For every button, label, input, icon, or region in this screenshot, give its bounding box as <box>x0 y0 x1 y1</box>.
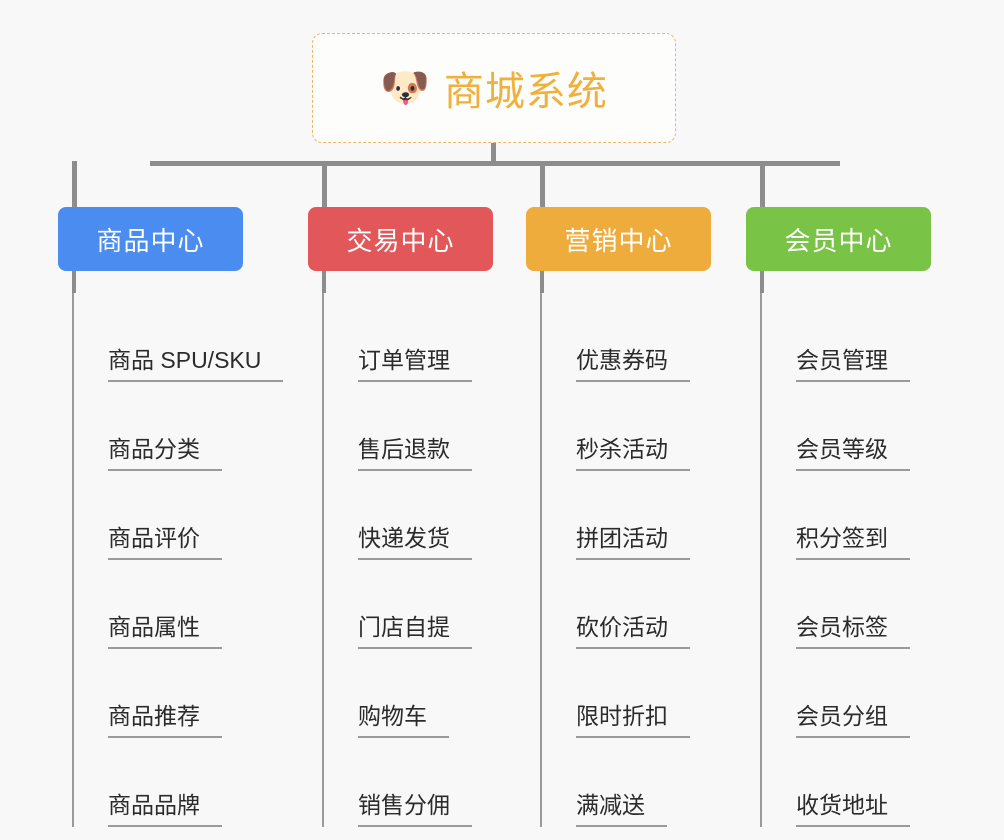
leaf-list-4: 会员管理会员等级积分签到会员标签会员分组收货地址 <box>760 293 931 827</box>
leaf-item-label: 商品属性 <box>108 614 222 649</box>
leaf-item-label: 商品评价 <box>108 525 222 560</box>
leaf-item-label: 商品推荐 <box>108 703 222 738</box>
branch-header-4[interactable]: 会员中心 <box>746 207 931 271</box>
leaf-item[interactable]: 商品品牌 <box>74 738 243 827</box>
connector-drop-2 <box>322 161 327 209</box>
leaf-list-1: 商品 SPU/SKU 商品分类商品评价商品属性商品推荐商品品牌 <box>72 293 284 827</box>
connector-spine-stub-3 <box>540 271 544 293</box>
connector-spine-stub-4 <box>760 271 764 293</box>
leaf-item[interactable]: 商品属性 <box>74 560 243 649</box>
leaf-item[interactable]: 优惠券码 <box>542 293 711 382</box>
leaf-item-label: 销售分佣 <box>358 792 472 827</box>
connector-drop-3 <box>540 161 545 209</box>
leaf-item[interactable]: 商品评价 <box>74 471 243 560</box>
leaf-list-3: 优惠券码秒杀活动拼团活动砍价活动限时折扣满减送 <box>540 293 711 827</box>
leaf-item[interactable]: 会员管理 <box>762 293 931 382</box>
leaf-list-2: 订单管理售后退款快递发货门店自提购物车销售分佣 <box>322 293 493 827</box>
connector-drop-4 <box>760 161 765 209</box>
leaf-item-label: 会员标签 <box>796 614 910 649</box>
leaf-item-label: 售后退款 <box>358 436 472 471</box>
leaf-item[interactable]: 积分签到 <box>762 471 931 560</box>
leaf-item[interactable]: 售后退款 <box>324 382 493 471</box>
leaf-item[interactable]: 砍价活动 <box>542 560 711 649</box>
connector-trunk <box>491 143 496 165</box>
leaf-item[interactable]: 拼团活动 <box>542 471 711 560</box>
connector-spine-stub-2 <box>322 271 326 293</box>
branch-3: 营销中心优惠券码秒杀活动拼团活动砍价活动限时折扣满减送 <box>526 207 711 827</box>
branch-4: 会员中心会员管理会员等级积分签到会员标签会员分组收货地址 <box>746 207 931 827</box>
root-title: 商城系统 <box>443 70 608 114</box>
leaf-item[interactable]: 订单管理 <box>324 293 493 382</box>
leaf-item-label: 商品品牌 <box>108 792 222 827</box>
leaf-item-label: 商品 SPU/SKU <box>108 347 284 382</box>
leaf-item[interactable]: 门店自提 <box>324 560 493 649</box>
branch-header-3[interactable]: 营销中心 <box>526 207 711 271</box>
leaf-item-label: 积分签到 <box>796 525 910 560</box>
leaf-item[interactable]: 商品分类 <box>74 382 243 471</box>
branch-header-2[interactable]: 交易中心 <box>308 207 493 271</box>
shiba-dog-emoji-icon: 🐶 <box>380 66 430 110</box>
connector-drop-1 <box>72 161 77 209</box>
leaf-item-label: 限时折扣 <box>576 703 690 738</box>
leaf-item-label: 商品分类 <box>108 436 222 471</box>
leaf-item-label: 订单管理 <box>358 347 472 382</box>
branch-1: 商品中心商品 SPU/SKU 商品分类商品评价商品属性商品推荐商品品牌 <box>58 207 284 827</box>
leaf-item-label: 秒杀活动 <box>576 436 690 471</box>
branch-2: 交易中心订单管理售后退款快递发货门店自提购物车销售分佣 <box>308 207 493 827</box>
leaf-item[interactable]: 商品 SPU/SKU <box>74 293 284 382</box>
leaf-item[interactable]: 商品推荐 <box>74 649 243 738</box>
leaf-item-label: 会员等级 <box>796 436 910 471</box>
leaf-item[interactable]: 满减送 <box>542 738 711 827</box>
root-node[interactable]: 🐶 商城系统 <box>312 33 676 143</box>
leaf-item[interactable]: 会员标签 <box>762 560 931 649</box>
leaf-item-label: 快递发货 <box>358 525 472 560</box>
leaf-item-label: 门店自提 <box>358 614 472 649</box>
branch-header-1[interactable]: 商品中心 <box>58 207 243 271</box>
leaf-item-label: 优惠券码 <box>576 347 690 382</box>
leaf-item-label: 砍价活动 <box>576 614 690 649</box>
leaf-item-label: 会员管理 <box>796 347 910 382</box>
leaf-item[interactable]: 快递发货 <box>324 471 493 560</box>
leaf-item[interactable]: 收货地址 <box>762 738 931 827</box>
connector-spine-stub-1 <box>72 271 76 293</box>
leaf-item[interactable]: 销售分佣 <box>324 738 493 827</box>
leaf-item[interactable]: 会员等级 <box>762 382 931 471</box>
connector-rail <box>150 161 840 166</box>
leaf-item-label: 拼团活动 <box>576 525 690 560</box>
leaf-item[interactable]: 秒杀活动 <box>542 382 711 471</box>
leaf-item-label: 收货地址 <box>796 792 910 827</box>
leaf-item[interactable]: 会员分组 <box>762 649 931 738</box>
leaf-item-label: 满减送 <box>576 792 667 827</box>
leaf-item-label: 会员分组 <box>796 703 910 738</box>
leaf-item[interactable]: 购物车 <box>324 649 493 738</box>
leaf-item[interactable]: 限时折扣 <box>542 649 711 738</box>
leaf-item-label: 购物车 <box>358 703 449 738</box>
